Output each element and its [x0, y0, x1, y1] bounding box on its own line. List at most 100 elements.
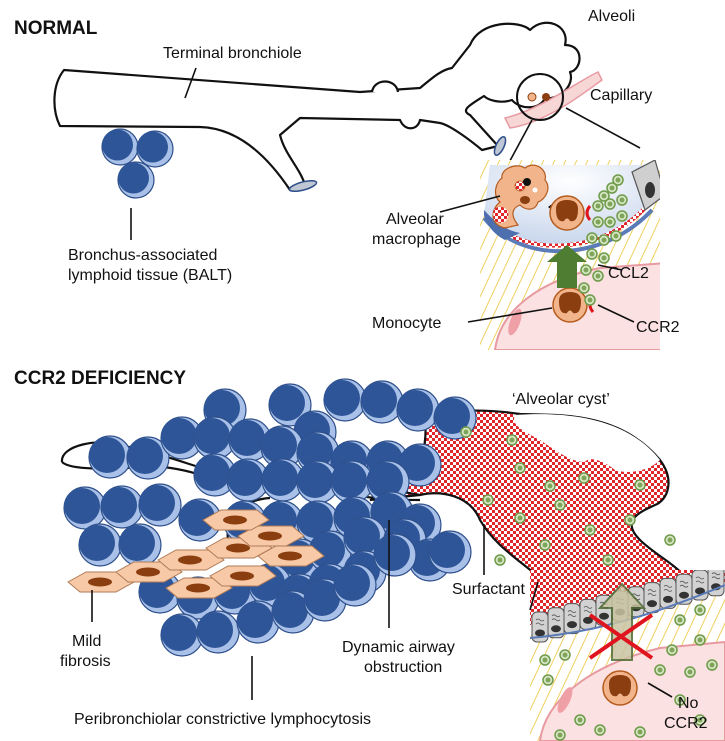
ccl2-molecule: [684, 666, 696, 678]
ccl2-molecule: [610, 230, 622, 242]
epithelial-cell: [563, 603, 581, 635]
ccl2-molecule: [654, 664, 666, 676]
lymphocyte: [63, 486, 107, 530]
chemokine: [506, 434, 518, 446]
monocyte-in-alveolus: [549, 195, 585, 231]
chemokine: [482, 494, 494, 506]
ccr2-receptor-top: [585, 205, 592, 221]
label-alveolar-macrophage-line1: Alveolar: [386, 211, 444, 228]
chemokine: [578, 472, 590, 484]
zoom-circle: [516, 73, 564, 121]
chemokine: [460, 426, 472, 438]
zoom-leader-right: [565, 107, 641, 149]
ccl2-molecule: [592, 270, 604, 282]
leader-surfactant-2: [529, 581, 539, 611]
label-balt-line1: Bronchus-associated: [68, 247, 217, 264]
bronchiole-cut-end-2: [493, 136, 507, 156]
leader-no-ccr2: [647, 682, 673, 698]
label-balt-line2: lymphoid tissue (BALT): [68, 267, 232, 284]
lymphocyte: [100, 485, 144, 529]
ccl2-molecule: [616, 194, 628, 206]
ccl2-molecule: [612, 174, 624, 186]
ccl2-molecule: [592, 200, 604, 212]
ccr2-deficiency-section-title: CCR2 DEFICIENCY: [14, 368, 186, 389]
ccl2-molecule: [542, 674, 554, 686]
label-mild-fibrosis-line2: fibrosis: [60, 653, 111, 670]
lymphocyte: [360, 380, 404, 424]
cyst-air-space: [514, 414, 660, 472]
ccl2-molecule: [578, 282, 590, 294]
chemokine: [539, 539, 551, 551]
ccl2-molecule: [580, 264, 592, 276]
label-alveoli: Alveoli: [588, 8, 635, 25]
label-surfactant: Surfactant: [452, 581, 525, 598]
epithelial-cell: [643, 582, 661, 614]
leader-ccl2: [597, 264, 623, 271]
ccl2-molecule: [616, 210, 628, 222]
ccl2-molecule: [604, 198, 616, 210]
mini-monocyte: [542, 93, 550, 101]
ccl2-molecule: [574, 714, 586, 726]
monocyte-no-ccr2: [602, 670, 638, 706]
label-peribronchiolar: Peribronchiolar constrictive lymphocytos…: [74, 711, 371, 728]
ccl2-molecule: [559, 649, 571, 661]
label-terminal-bronchiole: Terminal bronchiole: [163, 45, 302, 62]
label-dynamic-airway-line1: Dynamic airway: [342, 639, 455, 656]
chemokine: [602, 554, 614, 566]
chemokine: [634, 479, 646, 491]
ccl2-molecule: [694, 604, 706, 616]
normal-section-title: NORMAL: [14, 18, 98, 39]
ccl2-molecule: [594, 724, 606, 736]
lymphocyte: [428, 530, 472, 574]
label-ccr2: CCR2: [636, 319, 680, 336]
blocked-migration-arrow: [597, 582, 647, 661]
ccl2-molecule: [694, 634, 706, 646]
lymphocyte: [78, 523, 122, 567]
leader-terminal-bronchiole: [184, 67, 197, 99]
mini-macrophage: [527, 92, 537, 102]
ccl2-molecule: [584, 294, 596, 306]
chemokine: [544, 480, 556, 492]
chemokine: [514, 512, 526, 524]
label-no-ccr2-line1: No: [678, 695, 699, 712]
ccl2-molecule: [592, 216, 604, 228]
chemokine: [584, 524, 596, 536]
lymphocyte: [323, 378, 367, 422]
label-monocyte: Monocyte: [372, 315, 441, 332]
lymphocyte: [118, 523, 162, 567]
label-capillary: Capillary: [590, 87, 652, 104]
epithelial-cell: [579, 598, 597, 630]
label-no-ccr2-line2: CCR2: [664, 715, 708, 732]
label-mild-fibrosis-line1: Mild: [72, 633, 101, 650]
block-x-line-2: [588, 613, 654, 660]
label-alveolar-cyst: ‘Alveolar cyst’: [512, 391, 610, 408]
leader-ccr2: [597, 304, 635, 323]
lymphocyte: [333, 563, 377, 607]
chemokine: [624, 514, 636, 526]
label-alveolar-macrophage-line2: macrophage: [372, 231, 461, 248]
lymphocyte-cluster: [63, 378, 477, 657]
ccl2-molecule: [586, 248, 598, 260]
ccl2-molecule: [634, 726, 646, 738]
label-dynamic-airway-line2: obstruction: [364, 659, 442, 676]
lymphocyte: [88, 435, 132, 479]
epithelial-cell: [659, 577, 677, 609]
alveolar-macrophage: [492, 164, 549, 229]
ccl2-molecule: [598, 252, 610, 264]
ccl2-molecule: [539, 654, 551, 666]
balt-cluster: [101, 128, 174, 199]
migration-arrow: [547, 245, 587, 288]
ccl2-molecule: [706, 659, 718, 671]
lymphocyte: [396, 388, 440, 432]
lymphocyte: [138, 483, 182, 527]
chemokine: [554, 499, 566, 511]
ccl2-molecule: [586, 232, 598, 244]
lymphocyte: [373, 533, 417, 577]
ccl2-molecule: [554, 729, 566, 741]
chemokine: [664, 534, 676, 546]
bronchiole-bump: [370, 80, 400, 93]
ccl2-molecule: [666, 644, 678, 656]
ccl2-molecule: [598, 234, 610, 246]
bronchiole-cut-end: [288, 179, 318, 193]
